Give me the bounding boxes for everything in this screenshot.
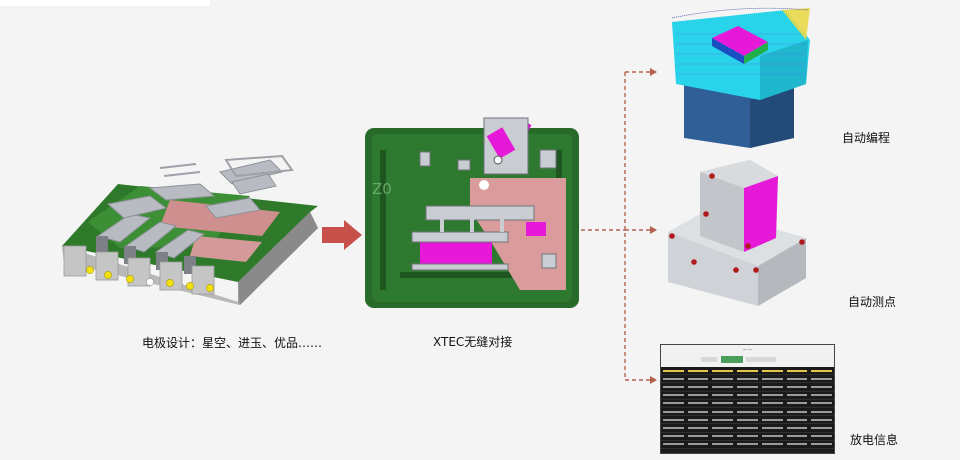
discharge-sheet-image: — —: [660, 344, 835, 454]
sheet-title: — —: [742, 347, 753, 352]
caption-auto-probing: 自动测点: [848, 295, 897, 309]
svg-text:ZO: ZO: [118, 187, 131, 197]
auto-probing-image: [668, 160, 806, 306]
process-arrow: [322, 220, 362, 250]
caption-xtec: XTEC无缝对接: [433, 335, 513, 349]
top-strip: [0, 0, 210, 6]
sheet-tab: [701, 357, 717, 362]
svg-text:Z0: Z0: [372, 180, 392, 198]
auto-programming-image: [671, 7, 810, 148]
caption-discharge-info: 放电信息: [850, 433, 899, 447]
xtec-cad-image: Z0: [365, 117, 579, 308]
dashed-connectors: [581, 68, 657, 384]
electrode-model-image: ZO: [62, 154, 318, 305]
sheet-tab: [746, 357, 776, 362]
caption-auto-programming: 自动编程: [842, 131, 891, 145]
sheet-table: [661, 367, 834, 449]
caption-electrode-design: 电极设计：星空、进玉、优品……: [142, 336, 323, 350]
sheet-tab-active: [721, 356, 743, 363]
sheet-header: — —: [661, 345, 834, 367]
